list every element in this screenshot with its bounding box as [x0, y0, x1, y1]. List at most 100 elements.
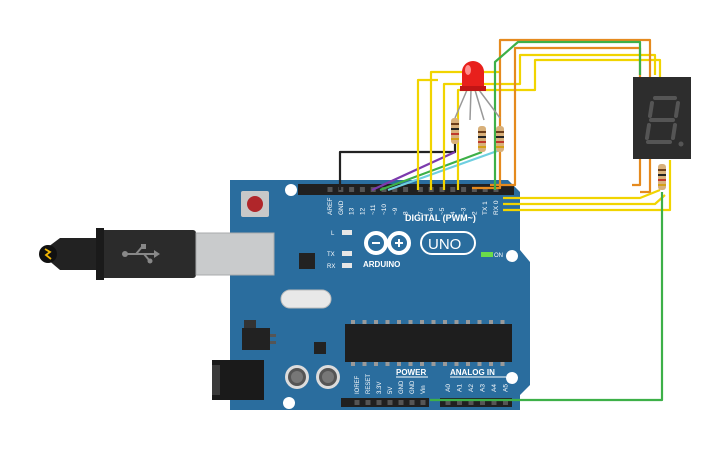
- power-jack: [212, 360, 264, 400]
- microcontroller-chip: [345, 320, 512, 366]
- mount-hole: [506, 250, 518, 262]
- analog-label: ANALOG IN: [450, 368, 495, 377]
- arduino-logo: ARDUINO UNO: [363, 231, 476, 269]
- wire-yellow-4: [456, 58, 662, 190]
- usb-chip: [299, 253, 315, 269]
- analog-pin[interactable]: [445, 400, 451, 405]
- analog-pin[interactable]: [468, 400, 474, 405]
- wire-purple: [371, 150, 456, 192]
- digital-pin[interactable]: [471, 187, 477, 192]
- digital-pin-label: 13: [349, 207, 356, 215]
- power-pin[interactable]: [398, 400, 404, 405]
- digital-pin-label: RX 0: [493, 200, 500, 215]
- digital-pin[interactable]: [349, 187, 355, 192]
- digital-pin[interactable]: [450, 187, 456, 192]
- resistor: [496, 126, 504, 152]
- power-label: POWER: [396, 368, 426, 377]
- power-header: [341, 398, 429, 407]
- wire-yellow-3: [442, 53, 657, 190]
- power-pin-labels: IOREF RESET 3.3V 5V GND GND Vin: [354, 374, 427, 405]
- digital-pin[interactable]: [327, 187, 333, 192]
- digital-pin[interactable]: [461, 187, 467, 192]
- usb-port: [195, 232, 275, 276]
- mount-hole: [506, 372, 518, 384]
- power-pin-label: 3.3V: [377, 382, 383, 394]
- analog-pin[interactable]: [480, 400, 485, 405]
- analog-pin-label: A2: [468, 384, 475, 392]
- wire-orange-2: [490, 46, 642, 187]
- mount-hole: [285, 184, 297, 196]
- digital-pin-label: ~11: [370, 204, 377, 215]
- analog-pin[interactable]: [503, 400, 508, 405]
- wires: [338, 38, 672, 402]
- digital-pin-label: ~3: [461, 207, 468, 215]
- usb-icon: [122, 244, 160, 264]
- wire-yellow-5: [503, 188, 661, 200]
- power-pin-label: GND: [399, 380, 405, 394]
- digital-pin-label: AREF: [327, 198, 334, 215]
- analog-pin-label: A0: [445, 384, 452, 392]
- led-on-label: ON: [494, 253, 503, 259]
- digital-pin[interactable]: [359, 187, 365, 192]
- status-leds: L TX RX ON: [327, 230, 503, 270]
- analog-pin-labels: A0 A1 A2 A3 A4 A5: [445, 384, 510, 405]
- mount-hole: [283, 397, 295, 409]
- power-pin[interactable]: [387, 400, 393, 405]
- digital-pin-label: ~9: [392, 207, 399, 215]
- digital-pin-label: ~10: [381, 204, 388, 215]
- power-pin[interactable]: [365, 400, 371, 405]
- digital-pin[interactable]: [439, 187, 445, 192]
- power-pin[interactable]: [420, 400, 426, 405]
- led-rx-label: RX: [327, 264, 335, 270]
- wire-yellow-7: [503, 160, 672, 212]
- analog-pin[interactable]: [491, 400, 497, 405]
- power-pin[interactable]: [376, 400, 382, 405]
- digital-pin-label: ~6: [428, 207, 435, 215]
- capacitor: [285, 365, 309, 389]
- power-pin-label: IOREF: [355, 375, 361, 394]
- analog-pin-label: A1: [457, 384, 464, 392]
- digital-pin[interactable]: [417, 187, 423, 192]
- resistor: [478, 126, 486, 152]
- analog-pin-label: A3: [480, 384, 487, 392]
- analog-pin-label: A5: [503, 384, 510, 392]
- digital-pin[interactable]: [482, 187, 488, 192]
- wire-green-gnd: [430, 192, 664, 402]
- model-label: UNO: [428, 236, 461, 253]
- power-pin-label: GND: [410, 380, 416, 394]
- power-pin[interactable]: [354, 400, 360, 405]
- power-pin-label: RESET: [366, 374, 372, 394]
- power-pin[interactable]: [409, 400, 415, 405]
- capacitor: [316, 365, 340, 389]
- digital-pin[interactable]: [403, 187, 409, 192]
- digital-pin-label: TX 1: [482, 201, 489, 215]
- digital-pin-label: 2: [471, 211, 478, 215]
- wire-green-long: [493, 40, 642, 190]
- digital-pin-label: 7: [417, 211, 424, 215]
- power-pin-label: 5V: [388, 387, 394, 394]
- digital-pin-label: 12: [359, 207, 366, 215]
- crystal-oscillator: [280, 289, 332, 309]
- digital-pin-label: 4: [450, 211, 457, 215]
- voltage-regulator: [242, 320, 276, 350]
- digital-pin-label: GND: [338, 200, 345, 215]
- analog-header: [440, 398, 512, 407]
- digital-pin[interactable]: [392, 187, 398, 192]
- reset-button[interactable]: [241, 191, 269, 217]
- seven-segment-display[interactable]: [633, 77, 691, 159]
- brand-label: ARDUINO: [363, 260, 400, 269]
- led-tx-label: TX: [327, 252, 335, 258]
- resistor: [658, 164, 666, 190]
- digital-pwm-label: DIGITAL (PWM~): [405, 213, 476, 223]
- power-pin-label: Vin: [421, 385, 427, 394]
- wire-black: [338, 143, 457, 190]
- analog-pin[interactable]: [457, 400, 462, 405]
- small-ic: [314, 342, 326, 354]
- digital-pin-label: 8: [403, 211, 410, 215]
- digital-pin-label: ~5: [439, 207, 446, 215]
- rgb-led[interactable]: [454, 61, 501, 121]
- led-l-label: L: [331, 231, 335, 237]
- analog-pin-label: A4: [491, 384, 498, 392]
